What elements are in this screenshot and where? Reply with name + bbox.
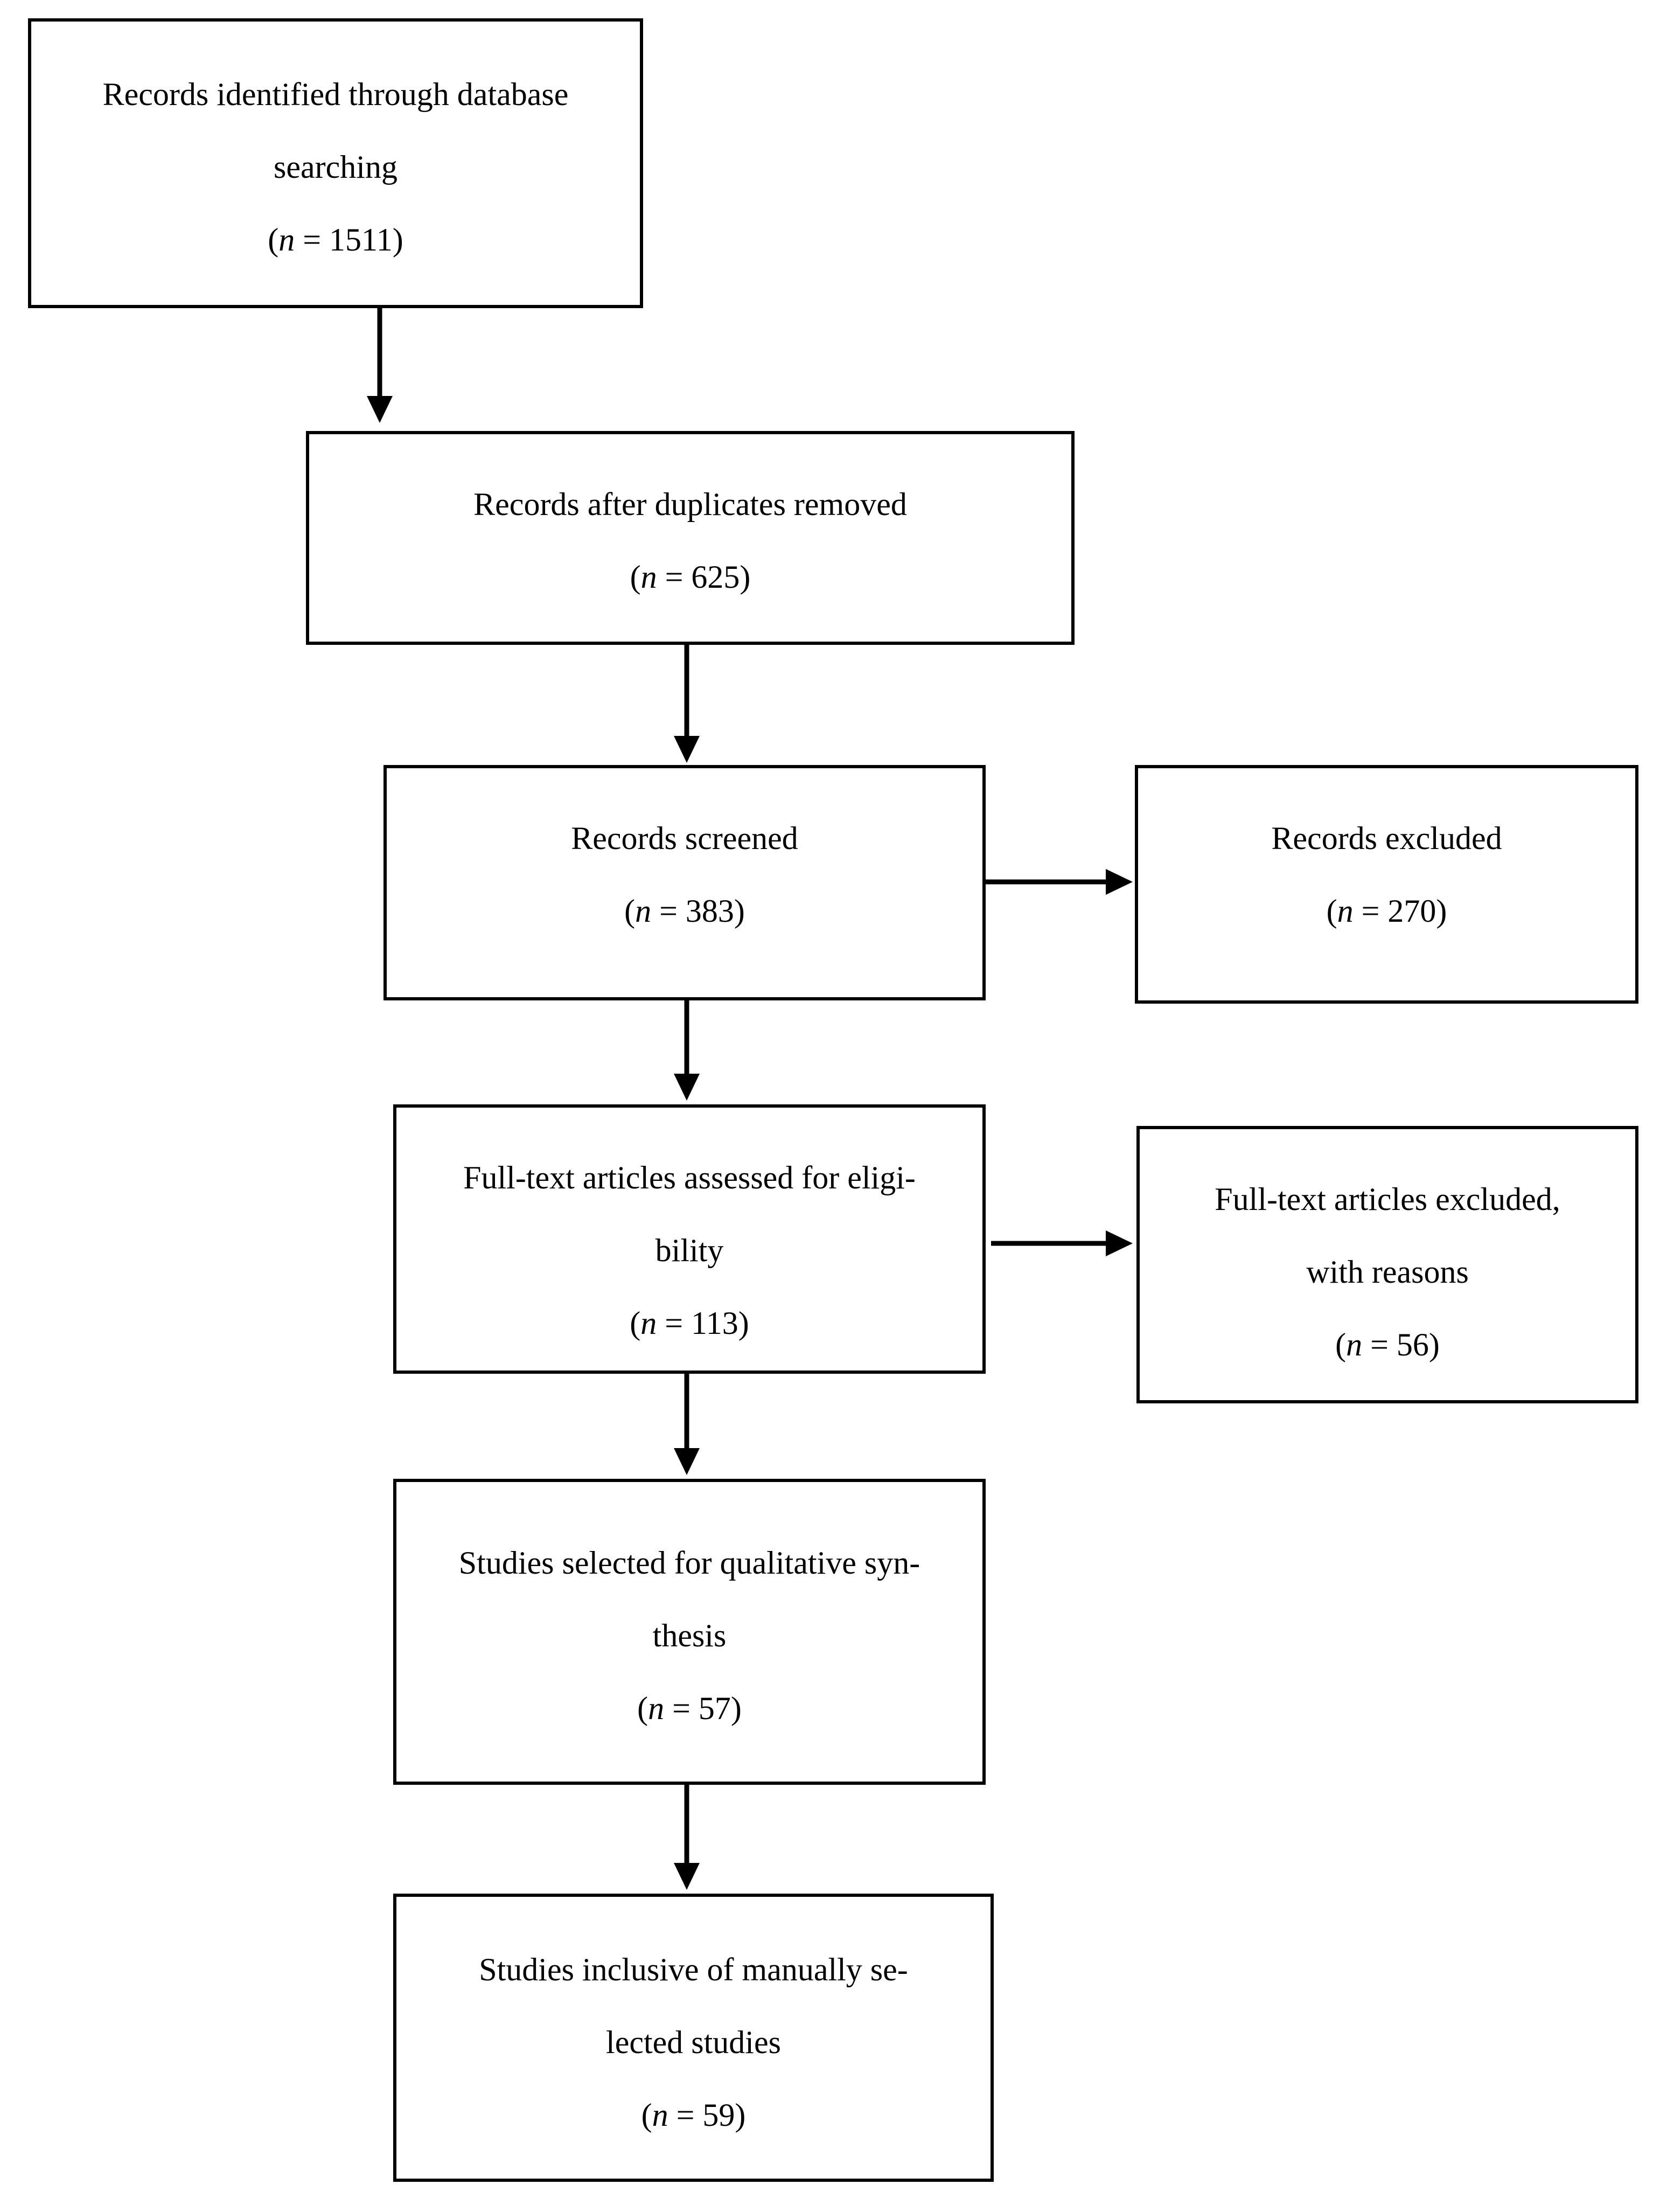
n-label: n bbox=[278, 222, 295, 258]
qualitative-synthesis-count: (n = 57) bbox=[396, 1692, 982, 1724]
n-label: n bbox=[1337, 893, 1354, 929]
fulltext-assessed-text-line1: Full-text articles assessed for eligi- bbox=[463, 1160, 916, 1195]
records-after-duplicates-count: (n = 625) bbox=[309, 561, 1071, 593]
arrowhead-dedup-to-screened bbox=[674, 736, 700, 763]
fulltext-assessed-box: Full-text articles assessed for eligi- b… bbox=[393, 1104, 986, 1374]
manually-selected-text-line2: lected studies bbox=[606, 2025, 781, 2060]
records-screened-box: Records screened (n = 383) bbox=[383, 765, 986, 1000]
fulltext-excluded-box: Full-text articles excluded, with reason… bbox=[1136, 1126, 1638, 1403]
open-paren: ( bbox=[641, 2097, 652, 2133]
manually-selected-text-line1: Studies inclusive of manually se- bbox=[479, 1952, 908, 1987]
open-paren: ( bbox=[630, 559, 641, 595]
arrowhead-identified-to-dedup bbox=[367, 396, 393, 423]
arrowhead-screened-to-excluded bbox=[1106, 869, 1133, 895]
fulltext-excluded-count: (n = 56) bbox=[1140, 1328, 1635, 1361]
n-label: n bbox=[635, 893, 652, 929]
n-label: n bbox=[640, 1305, 657, 1341]
records-identified-text-line1: Records identified through database bbox=[102, 76, 569, 112]
open-paren: ( bbox=[637, 1691, 648, 1726]
fulltext-assessed-count: (n = 113) bbox=[396, 1307, 982, 1339]
qualitative-synthesis-text-line2: thesis bbox=[652, 1618, 727, 1653]
n-label: n bbox=[1346, 1327, 1363, 1362]
manually-selected-box: Studies inclusive of manually se- lected… bbox=[393, 1894, 994, 2182]
count-value: = 56) bbox=[1362, 1327, 1440, 1362]
count-value: = 113) bbox=[657, 1305, 749, 1341]
count-value: = 383) bbox=[651, 893, 745, 929]
records-excluded-box: Records excluded (n = 270) bbox=[1135, 765, 1638, 1004]
records-excluded-text: Records excluded bbox=[1271, 820, 1502, 856]
qualitative-synthesis-text-line1: Studies selected for qualitative syn- bbox=[458, 1545, 920, 1581]
count-value: = 625) bbox=[657, 559, 751, 595]
open-paren: ( bbox=[630, 1305, 641, 1341]
open-paren: ( bbox=[268, 222, 279, 258]
records-after-duplicates-text: Records after duplicates removed bbox=[473, 486, 907, 522]
manually-selected-count: (n = 59) bbox=[396, 2099, 991, 2131]
arrowhead-screened-to-fulltext bbox=[674, 1074, 700, 1101]
records-excluded-count: (n = 270) bbox=[1138, 895, 1635, 927]
records-identified-box: Records identified through database sear… bbox=[28, 18, 643, 308]
fulltext-assessed-text-line2: bility bbox=[655, 1233, 724, 1268]
open-paren: ( bbox=[1335, 1327, 1347, 1362]
records-screened-count: (n = 383) bbox=[387, 895, 982, 927]
n-label: n bbox=[648, 1691, 665, 1726]
count-value: = 59) bbox=[668, 2097, 746, 2133]
n-label: n bbox=[652, 2097, 668, 2133]
n-label: n bbox=[640, 559, 657, 595]
records-screened-text: Records screened bbox=[571, 820, 798, 856]
open-paren: ( bbox=[1326, 893, 1337, 929]
fulltext-excluded-text-line2: with reasons bbox=[1306, 1254, 1469, 1290]
count-value: = 270) bbox=[1353, 893, 1447, 929]
arrowhead-fulltext-to-qual bbox=[674, 1448, 700, 1475]
count-value: = 1511) bbox=[295, 222, 403, 258]
records-identified-text-line2: searching bbox=[274, 149, 397, 185]
records-after-duplicates-box: Records after duplicates removed (n = 62… bbox=[306, 431, 1075, 645]
open-paren: ( bbox=[624, 893, 636, 929]
count-value: = 57) bbox=[664, 1691, 742, 1726]
arrowhead-fulltext-to-ft-excluded bbox=[1106, 1230, 1133, 1256]
fulltext-excluded-text-line1: Full-text articles excluded, bbox=[1215, 1181, 1560, 1217]
qualitative-synthesis-box: Studies selected for qualitative syn- th… bbox=[393, 1479, 986, 1785]
arrowhead-qual-to-manual bbox=[674, 1863, 700, 1890]
records-identified-count: (n = 1511) bbox=[31, 224, 640, 256]
